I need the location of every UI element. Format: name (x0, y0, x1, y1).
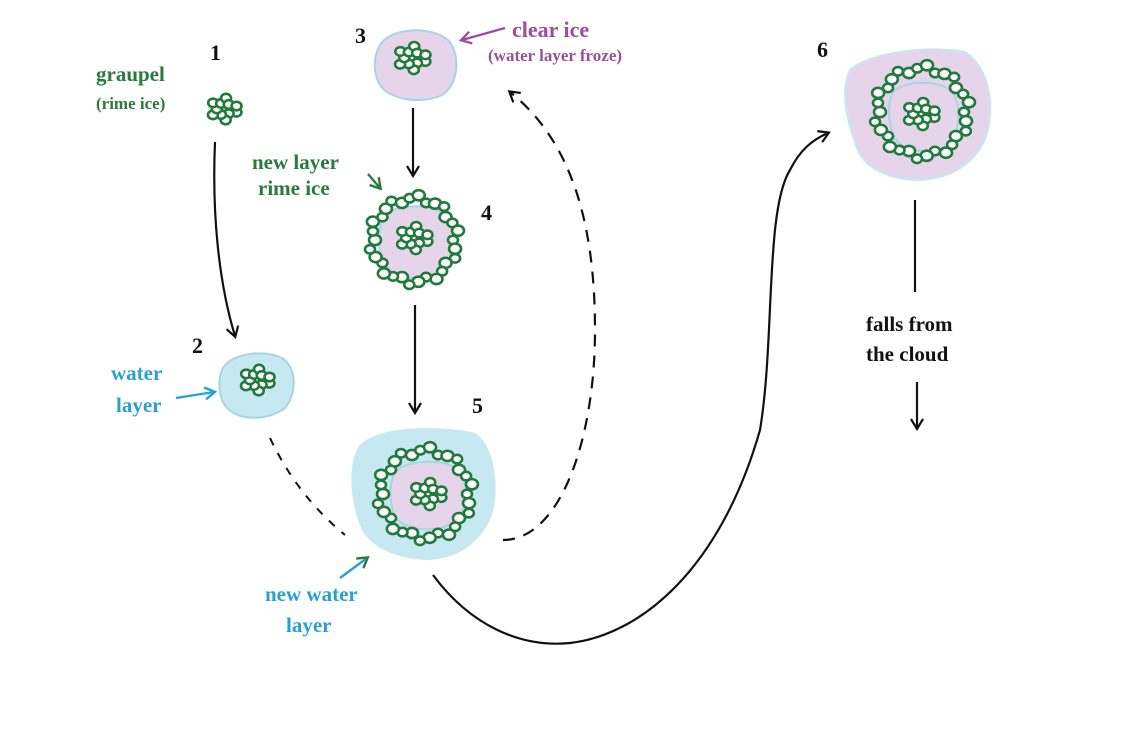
rime-pellet (402, 279, 416, 291)
rime-pellet (371, 498, 385, 510)
label-rime-ice-paren: (rime ice) (96, 94, 166, 113)
rime-pellet (365, 215, 381, 229)
rime-pellet (450, 453, 464, 465)
rime-pellet (374, 479, 388, 491)
rime-pellet (422, 440, 438, 454)
rime-pellet (387, 454, 403, 468)
rime-pellet (375, 487, 391, 501)
graupel-pellet (928, 105, 941, 117)
stage-number-2: 2 (192, 333, 203, 358)
rime-pellet (394, 447, 408, 459)
label-the-cloud: the cloud (866, 342, 949, 366)
rime-pellet (437, 201, 451, 213)
rime-pellet (459, 470, 473, 482)
rime-pellet (363, 243, 377, 255)
rime-pellet (919, 58, 935, 72)
rime-pellet (868, 116, 882, 128)
label-water-layer-froze: (water layer froze) (488, 46, 623, 65)
rime-pellet (947, 71, 961, 83)
stage-number-3: 3 (355, 23, 366, 48)
label-rime-ice: rime ice (258, 176, 330, 200)
dashed-arrow-5-to-3 (502, 90, 597, 542)
rime-pellet (462, 507, 476, 519)
rime-pellet (891, 65, 905, 77)
rime-pellet (882, 140, 898, 154)
stage-number-4: 4 (481, 200, 492, 225)
stage-number-5: 5 (472, 393, 483, 418)
rime-pellet (385, 522, 401, 536)
rime-pellet (958, 114, 974, 128)
rime-pellet (884, 72, 900, 86)
dashed-path-2-to-5 (269, 437, 346, 536)
arrow-water-layer-pointer (175, 392, 214, 398)
label-water: water (111, 361, 163, 385)
arrow-new-rime-pointer (367, 173, 380, 188)
rime-pellet (373, 468, 389, 482)
rime-pellet (448, 521, 462, 533)
label-new-layer: new layer (252, 150, 339, 174)
label-new-water: new water (265, 582, 358, 606)
graupel-pellet (263, 371, 276, 383)
rime-pellet (376, 267, 392, 280)
rime-pellet (945, 139, 959, 151)
graupel-pellet (230, 100, 243, 112)
rime-pellet (959, 125, 973, 137)
stage-number-1: 1 (210, 40, 221, 65)
rime-pellet (910, 153, 924, 165)
rime-pellet (368, 250, 383, 264)
arrow-5-to-6 (432, 130, 831, 645)
rime-pellet (413, 535, 427, 547)
rime-pellet (447, 242, 463, 256)
rime-pellet (872, 105, 888, 119)
graupel-pellet (435, 485, 448, 497)
rime-pellet (873, 123, 889, 137)
label-new-water-layer: layer (286, 613, 332, 637)
rime-pellet (376, 505, 392, 519)
rime-pellet (961, 95, 977, 109)
arrow-new-water-pointer (339, 558, 367, 579)
label-layer: layer (116, 393, 162, 417)
graupel-pellet (419, 49, 432, 61)
graupel-pellet (421, 229, 434, 241)
rime-pellet (450, 224, 466, 238)
rime-pellet (870, 86, 886, 100)
rime-pellet (871, 97, 885, 109)
rime-pellet (441, 528, 457, 542)
label-graupel: graupel (96, 62, 165, 86)
arrow-1-to-2 (213, 141, 240, 340)
rime-pellet (461, 496, 477, 510)
stage-number-6: 6 (817, 37, 828, 62)
rime-pellet (938, 146, 954, 160)
rime-pellet (956, 88, 970, 100)
rime-pellet (411, 188, 427, 202)
rime-pellet (378, 202, 394, 216)
arrow-clear-ice-pointer (462, 26, 506, 40)
label-falls-from: falls from (866, 312, 953, 336)
rime-pellet (464, 477, 480, 491)
rime-pellet (429, 272, 444, 286)
label-clear-ice: clear ice (512, 17, 590, 42)
rime-pellet (366, 225, 380, 237)
rime-ice-pellets (206, 40, 977, 547)
